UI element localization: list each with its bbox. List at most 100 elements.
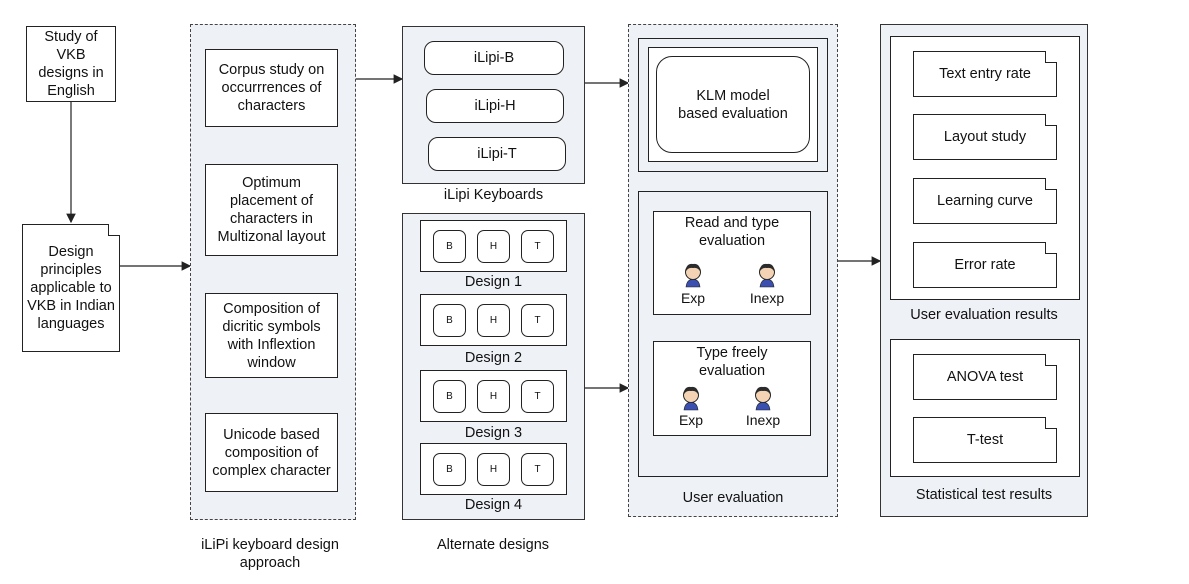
design-1-label-text: Design 1 bbox=[464, 274, 523, 290]
user-evaluation-caption-text: User evaluation bbox=[682, 490, 784, 506]
key-label: H bbox=[489, 464, 498, 475]
keyboards-caption-text: iLipi Keyboards bbox=[443, 187, 544, 203]
keyboard-ilipi-t-label: iLipi-T bbox=[477, 146, 517, 162]
read-type-label: Read and type evaluation bbox=[665, 214, 799, 250]
key-label: H bbox=[489, 241, 498, 252]
keyboard-ilipi-b-label: iLipi-B bbox=[473, 50, 515, 66]
key-label: H bbox=[489, 391, 498, 402]
result-error-rate-label: Error rate bbox=[954, 257, 1016, 273]
inexpert-user-icon bbox=[755, 386, 771, 411]
design-1-key-t: T bbox=[521, 230, 554, 263]
read-type-box bbox=[653, 211, 811, 315]
study-vkb-text: Study of VKB designs in English bbox=[38, 29, 104, 99]
type-freely-text: Type freely evaluation bbox=[696, 345, 768, 379]
read-type-text: Read and type evaluation bbox=[684, 215, 780, 249]
doc-fold-icon bbox=[1045, 242, 1057, 254]
design-4-label: Design 4 bbox=[420, 496, 567, 514]
expert-user-icon bbox=[685, 263, 701, 288]
design-3-key-h: H bbox=[477, 380, 510, 413]
approach-caption: iLiPi keyboard design approach bbox=[170, 536, 370, 572]
alternate-caption: Alternate designs bbox=[393, 536, 593, 554]
result-anova-test-label: ANOVA test bbox=[946, 369, 1024, 385]
exp-text: Exp bbox=[678, 412, 704, 428]
key-label: B bbox=[446, 464, 453, 475]
doc-fold-icon bbox=[1045, 178, 1057, 190]
approach-step-3: Composition of dicritic symbols with Inf… bbox=[205, 293, 338, 378]
approach-caption-text: iLiPi keyboard design approach bbox=[201, 537, 339, 571]
user-evaluation-caption: User evaluation bbox=[638, 489, 828, 507]
keyboard-ilipi-h-label: iLipi-H bbox=[474, 98, 516, 114]
design-2-label-text: Design 2 bbox=[464, 350, 523, 366]
user-results-caption: User evaluation results bbox=[880, 306, 1088, 324]
result-layout-study-label: Layout study bbox=[943, 129, 1027, 145]
keyboard-ilipi-h: iLipi-H bbox=[426, 89, 564, 123]
doc-fold-icon bbox=[1045, 114, 1057, 126]
design-3-key-b: B bbox=[433, 380, 466, 413]
result-layout-study: Layout study bbox=[913, 114, 1057, 160]
design-principles-text: Design principles applicable to VKB in I… bbox=[27, 244, 115, 332]
stat-results-caption: Statistical test results bbox=[880, 486, 1088, 504]
type-freely-box bbox=[653, 341, 811, 436]
key-label: B bbox=[446, 241, 453, 252]
design-2-key-h: H bbox=[477, 304, 510, 337]
design-2-key-t: T bbox=[521, 304, 554, 337]
result-anova-test: ANOVA test bbox=[913, 354, 1057, 400]
klm-evaluation-box: KLM model based evaluation bbox=[656, 56, 810, 153]
key-label: T bbox=[534, 391, 541, 402]
design-2-key-b: B bbox=[433, 304, 466, 337]
inexp-text: Inexp bbox=[749, 290, 785, 306]
key-label: T bbox=[534, 241, 541, 252]
keyboards-caption: iLipi Keyboards bbox=[402, 186, 585, 204]
alternate-caption-text: Alternate designs bbox=[436, 537, 550, 553]
read-type-inexp-label: Inexp bbox=[742, 290, 792, 306]
design-1-key-b: B bbox=[433, 230, 466, 263]
doc-fold-icon bbox=[1045, 51, 1057, 63]
result-error-rate: Error rate bbox=[913, 242, 1057, 288]
inexpert-user-icon bbox=[759, 263, 775, 288]
inexp-text: Inexp bbox=[745, 412, 781, 428]
design-2-label: Design 2 bbox=[420, 349, 567, 367]
design-4-key-h: H bbox=[477, 453, 510, 486]
design-principles-doc: Design principles applicable to VKB in I… bbox=[22, 224, 120, 352]
design-1-key-h: H bbox=[477, 230, 510, 263]
design-3-key-t: T bbox=[521, 380, 554, 413]
key-label: T bbox=[534, 464, 541, 475]
klm-evaluation-text: KLM model based evaluation bbox=[678, 87, 788, 122]
design-1-label: Design 1 bbox=[420, 273, 567, 291]
approach-step-1-text: Corpus study on occurrrences of characte… bbox=[218, 62, 325, 114]
stat-results-caption-text: Statistical test results bbox=[915, 487, 1053, 503]
result-learning-curve-label: Learning curve bbox=[937, 193, 1033, 209]
exp-text: Exp bbox=[680, 290, 706, 306]
keyboard-ilipi-b: iLipi-B bbox=[424, 41, 564, 75]
design-4-key-t: T bbox=[521, 453, 554, 486]
keyboard-ilipi-t: iLipi-T bbox=[428, 137, 566, 171]
key-label: B bbox=[446, 315, 453, 326]
result-text-entry-rate-label: Text entry rate bbox=[939, 66, 1031, 82]
doc-fold-icon bbox=[108, 224, 120, 236]
doc-fold-icon bbox=[1045, 354, 1057, 366]
design-4-label-text: Design 4 bbox=[464, 497, 523, 513]
study-vkb-box: Study of VKB designs in English bbox=[26, 26, 116, 102]
approach-step-4-text: Unicode based composition of complex cha… bbox=[212, 426, 331, 479]
approach-step-1: Corpus study on occurrrences of characte… bbox=[205, 49, 338, 127]
approach-step-2: Optimum placement of characters in Multi… bbox=[205, 164, 338, 256]
expert-user-icon bbox=[683, 386, 699, 411]
result-learning-curve: Learning curve bbox=[913, 178, 1057, 224]
user-results-caption-text: User evaluation results bbox=[910, 307, 1058, 323]
design-3-label-text: Design 3 bbox=[464, 425, 523, 441]
approach-step-4: Unicode based composition of complex cha… bbox=[205, 413, 338, 492]
approach-step-3-text: Composition of dicritic symbols with Inf… bbox=[222, 300, 321, 371]
design-4-key-b: B bbox=[433, 453, 466, 486]
type-freely-exp-label: Exp bbox=[672, 412, 710, 428]
type-freely-label: Type freely evaluation bbox=[665, 344, 799, 380]
key-label: B bbox=[446, 391, 453, 402]
key-label: T bbox=[534, 315, 541, 326]
key-label: H bbox=[489, 315, 498, 326]
approach-step-2-text: Optimum placement of characters in Multi… bbox=[217, 175, 326, 245]
result-t-test-label: T-test bbox=[966, 432, 1004, 448]
type-freely-inexp-label: Inexp bbox=[738, 412, 788, 428]
result-t-test: T-test bbox=[913, 417, 1057, 463]
design-3-label: Design 3 bbox=[420, 424, 567, 442]
read-type-exp-label: Exp bbox=[674, 290, 712, 306]
doc-fold-icon bbox=[1045, 417, 1057, 429]
